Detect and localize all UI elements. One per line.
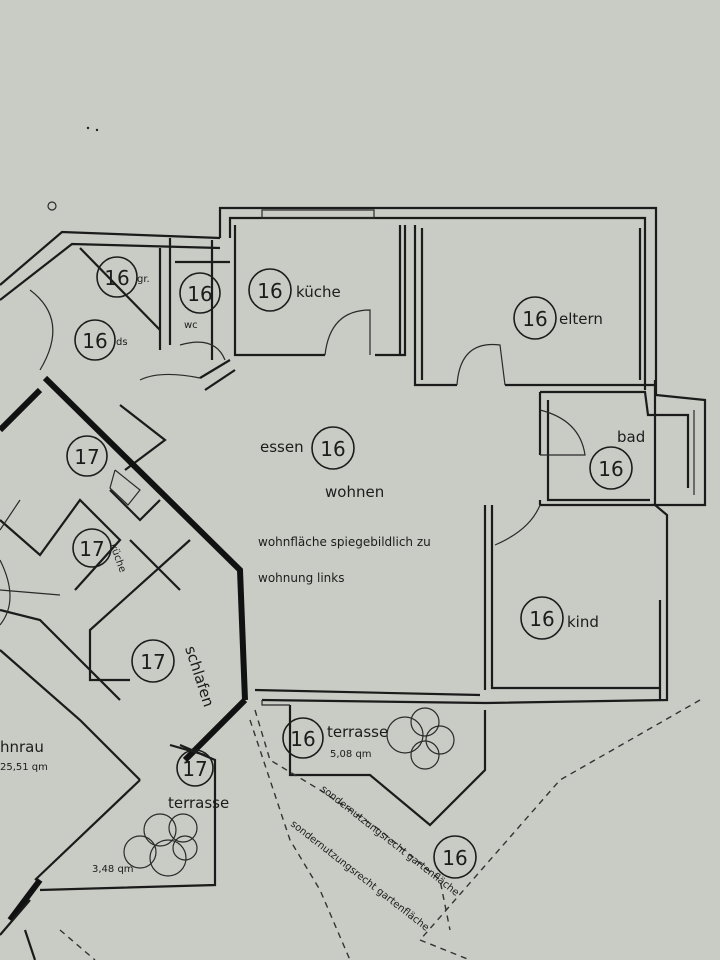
plant-group-left: [123, 813, 198, 877]
room-area: 5,08 qm: [330, 749, 372, 760]
garden-boundaries: [59, 699, 701, 960]
room-label: küche: [107, 542, 128, 574]
room-number: 17: [74, 445, 99, 469]
room-number: 16: [257, 279, 282, 303]
room-terrasse-main: 16 terrasse 5,08 qm: [282, 717, 388, 760]
drawing-dot: [95, 128, 99, 132]
room-number: 17: [140, 650, 165, 674]
room-label: essen: [260, 438, 304, 456]
room-number: 16: [598, 457, 623, 481]
terrasse-main-area: [261, 700, 487, 827]
room-area: 25,51 qm: [0, 762, 48, 773]
room-kind: 16 kind: [520, 596, 599, 640]
doors: [29, 289, 586, 546]
room-number: 16: [442, 846, 467, 870]
garden-note-1: sondernutzungsrecht gartenfläche: [318, 784, 461, 899]
drawing-mark: [47, 201, 57, 211]
room-number: 16: [187, 282, 212, 306]
room-label: schlafen: [181, 644, 218, 709]
room-number: 17: [182, 757, 207, 781]
room-wc: 16 wc: [179, 272, 221, 331]
outer-walls: [0, 206, 707, 705]
garden-note-2: sondernutzungsrecht gartenfläche: [288, 819, 431, 934]
room-eltern: 16 eltern: [513, 296, 603, 340]
room-label: terrasse: [168, 794, 229, 812]
note-line-2: wohnung links: [258, 571, 344, 585]
interior-walls: [79, 225, 690, 690]
room-number: 16: [290, 727, 315, 751]
room-gr: 16 gr.: [96, 256, 150, 298]
room-label: küche: [296, 283, 341, 301]
plant-group-main: [386, 707, 455, 770]
room-label: kind: [567, 613, 599, 631]
left-room-upper: 17: [66, 435, 108, 477]
left-apartment: [0, 469, 217, 960]
room-label-wohnen: wohnen: [325, 483, 384, 501]
room-label: wc: [184, 320, 198, 331]
room-label: eltern: [559, 310, 603, 328]
room-area: 3,48 qm: [92, 864, 134, 875]
drawing-dot: [86, 126, 90, 130]
room-label: terrasse: [327, 723, 388, 741]
room-label: ds: [116, 337, 128, 348]
room-number: 16: [522, 307, 547, 331]
room-kueche: 16 küche: [248, 268, 341, 312]
room-essen: essen 16: [260, 426, 355, 470]
room-number: 16: [82, 329, 107, 353]
party-wall: [0, 375, 248, 922]
left-room-terrasse: 17 terrasse 3,48 qm: [92, 749, 229, 875]
room-label: bad: [617, 428, 645, 446]
room-number: 17: [79, 537, 104, 561]
garden-right-badge: 16: [433, 835, 477, 879]
left-room-schlafen: 17 schlafen: [131, 639, 218, 709]
room-ds: 16 ds: [74, 319, 128, 361]
note-line-1: wohnfläche spiegebildlich zu: [258, 535, 431, 549]
left-room-kueche: 17 küche: [72, 528, 128, 574]
room-number: 16: [320, 437, 345, 461]
room-bad: bad 16: [589, 428, 645, 490]
left-room-wohnraum: hnrau 25,51 qm: [0, 738, 48, 773]
room-label: hnrau: [0, 738, 44, 756]
room-label: gr.: [137, 274, 150, 285]
room-number: 16: [104, 266, 129, 290]
room-number: 16: [529, 607, 554, 631]
